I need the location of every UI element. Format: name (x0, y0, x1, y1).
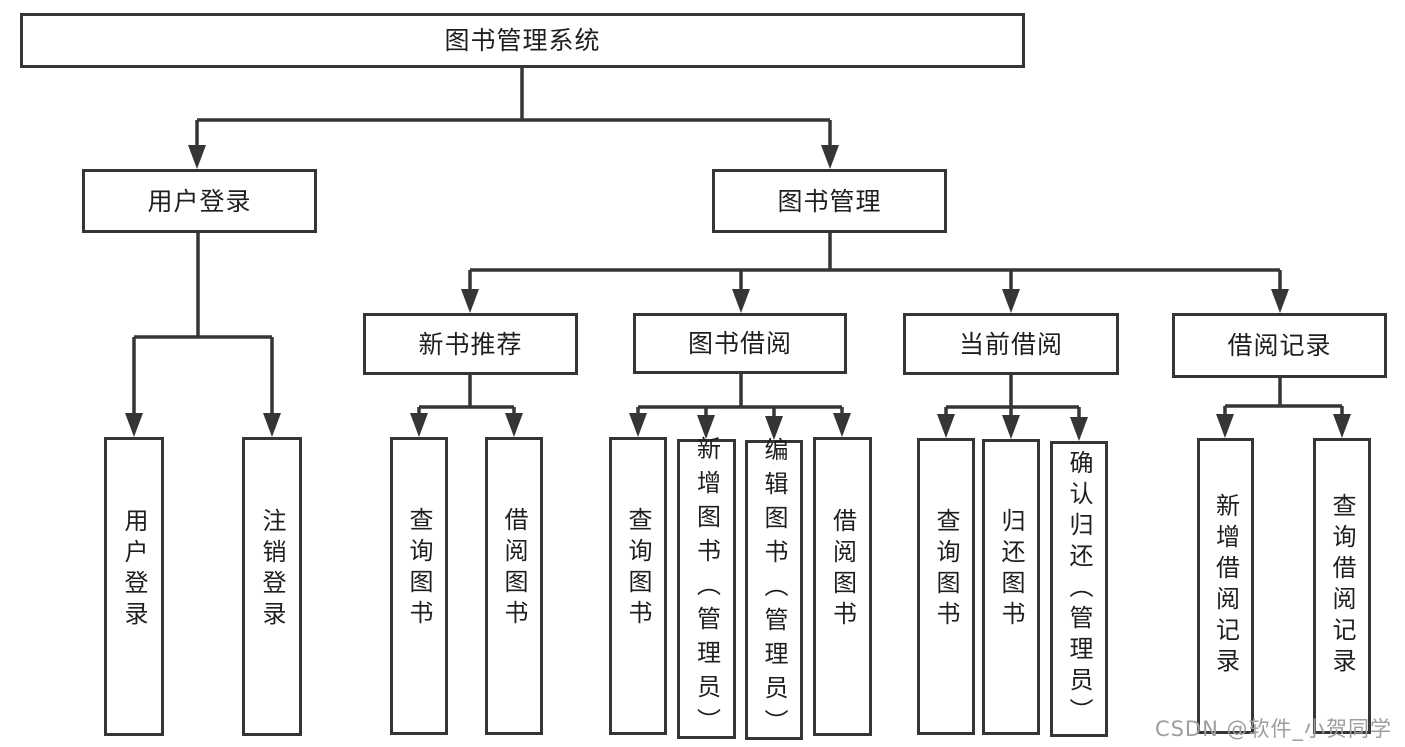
connector-root-to-level2 (188, 68, 839, 169)
node-library-management-system: 图书管理系统 (20, 13, 1025, 68)
connector-borrowing-records-children (1216, 375, 1351, 438)
node-label: 查询图书 (932, 507, 960, 632)
node-label: 新增借阅记录 (1211, 493, 1240, 679)
connector-user-login-children (125, 233, 281, 437)
connector-new-book-recommendation-children (410, 375, 523, 437)
node-label: 新增图书（管理员） (692, 436, 721, 742)
leaf-edit-book-admin: 编辑图书（管理员） (745, 437, 803, 743)
node-label: 图书借阅 (687, 329, 792, 358)
leaf-query-books-recommend: 查询图书 (390, 437, 448, 735)
node-label: 借阅记录 (1227, 331, 1332, 360)
node-label: 当前借阅 (958, 329, 1063, 359)
node-book-borrowing: 图书借阅 (633, 313, 847, 374)
node-label: 借阅图书 (500, 507, 528, 631)
node-label: 用户登录 (147, 186, 252, 216)
node-borrowing-records: 借阅记录 (1172, 313, 1387, 378)
leaf-query-books-current: 查询图书 (917, 438, 975, 735)
node-book-management: 图书管理 (712, 169, 947, 233)
node-label: 归还图书 (997, 508, 1025, 632)
node-label: 查询借阅记录 (1328, 493, 1356, 679)
node-label: 注销登录 (258, 507, 286, 632)
connector-book-management-children (461, 233, 1289, 313)
node-label: 借阅图书 (828, 507, 857, 632)
node-label: 新书推荐 (418, 329, 523, 359)
node-current-borrowing: 当前借阅 (903, 313, 1119, 375)
node-user-login: 用户登录 (82, 169, 317, 233)
node-label: 图书管理系统 (444, 26, 601, 55)
leaf-logout: 注销登录 (242, 437, 302, 736)
connector-book-borrowing-children (629, 374, 851, 440)
leaf-user-login: 用户登录 (104, 437, 164, 736)
leaf-return-books: 归还图书 (982, 439, 1040, 735)
node-label: 用户登录 (120, 507, 148, 632)
leaf-borrow-books-borrowing: 借阅图书 (813, 437, 872, 736)
node-label: 编辑图书（管理员） (760, 437, 788, 743)
leaf-confirm-return-admin: 确认归还（管理员） (1050, 441, 1108, 737)
node-label: 查询图书 (624, 507, 652, 631)
node-label: 查询图书 (405, 507, 433, 631)
leaf-add-borrow-record: 新增借阅记录 (1197, 438, 1254, 734)
leaf-query-books-borrowing: 查询图书 (609, 437, 667, 735)
connector-current-borrowing-children (937, 375, 1088, 441)
leaf-borrow-books-recommend: 借阅图书 (485, 437, 543, 735)
watermark-text: CSDN @软件_小贺同学 (1154, 717, 1392, 741)
node-label: 图书管理 (777, 186, 882, 216)
leaf-add-book-admin: 新增图书（管理员） (677, 436, 736, 742)
node-new-book-recommendation: 新书推荐 (363, 313, 578, 375)
node-label: 确认归还（管理员） (1065, 449, 1093, 729)
leaf-query-borrow-record: 查询借阅记录 (1313, 438, 1371, 734)
